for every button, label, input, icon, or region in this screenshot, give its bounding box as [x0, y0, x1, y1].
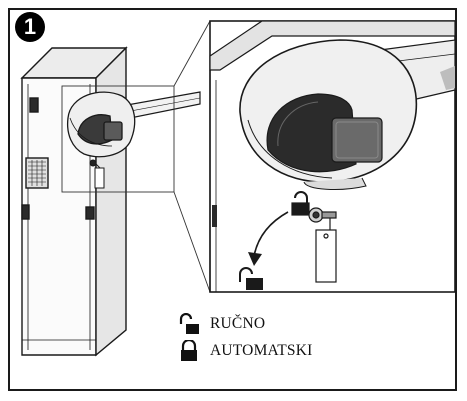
rotation-arrow [248, 211, 289, 266]
step-number-badge: 1 [15, 12, 45, 42]
legend-item-manual: RUČNO [178, 312, 265, 336]
zoom-connector [61, 20, 211, 293]
motor-cover-small [66, 91, 136, 158]
legend-item-automatic: AUTOMATSKI [178, 339, 312, 363]
legend-label-manual: RUČNO [210, 315, 266, 332]
release-key-lock [291, 191, 337, 283]
padlock-closed-icon [181, 340, 197, 361]
legend-label-automatic: AUTOMATSKI [210, 342, 313, 359]
padlock-open-zoom-icon [239, 267, 263, 290]
padlock-open-icon [179, 313, 199, 334]
release-key-small [89, 159, 105, 189]
